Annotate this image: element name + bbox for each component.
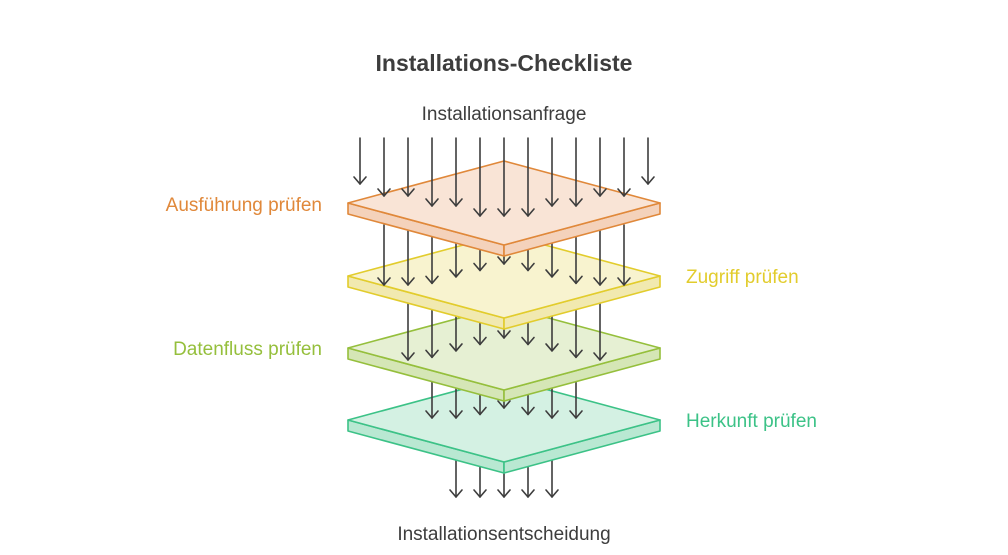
flow-arrow xyxy=(449,137,463,207)
flow-arrow xyxy=(593,299,607,361)
input-label: Installationsanfrage xyxy=(422,104,587,125)
layer-label: Ausführung prüfen xyxy=(166,195,322,216)
flow-arrow xyxy=(617,137,631,197)
flow-arrow xyxy=(497,137,511,217)
flow-arrow xyxy=(353,137,367,185)
flow-arrow xyxy=(401,299,415,361)
layer-plate xyxy=(347,305,661,402)
flow-arrow xyxy=(593,137,607,197)
diagram-title: Installations-Checkliste xyxy=(376,50,633,76)
flow-arrow xyxy=(377,137,391,197)
layer-label: Zugriff prüfen xyxy=(686,267,799,288)
flow-arrow xyxy=(617,224,631,286)
layer-label: Datenfluss prüfen xyxy=(173,339,322,360)
flow-arrow xyxy=(545,137,559,207)
layer-label: Herkunft prüfen xyxy=(686,411,817,432)
layer-plate xyxy=(347,377,661,474)
flow-arrow xyxy=(473,137,487,217)
flow-arrow xyxy=(521,137,535,217)
layers-group xyxy=(347,137,661,498)
layer-plate xyxy=(347,233,661,330)
output-label: Installationsentscheidung xyxy=(397,524,610,545)
layer-top-face xyxy=(347,377,661,463)
flow-arrow xyxy=(377,224,391,286)
flow-arrow xyxy=(425,137,439,207)
flow-arrow xyxy=(401,224,415,286)
flow-arrow xyxy=(401,137,415,197)
flow-arrow xyxy=(593,224,607,286)
flow-arrow xyxy=(569,137,583,207)
layer-top-face xyxy=(347,305,661,391)
layer-top-face xyxy=(347,233,661,319)
flow-arrow xyxy=(641,137,655,185)
